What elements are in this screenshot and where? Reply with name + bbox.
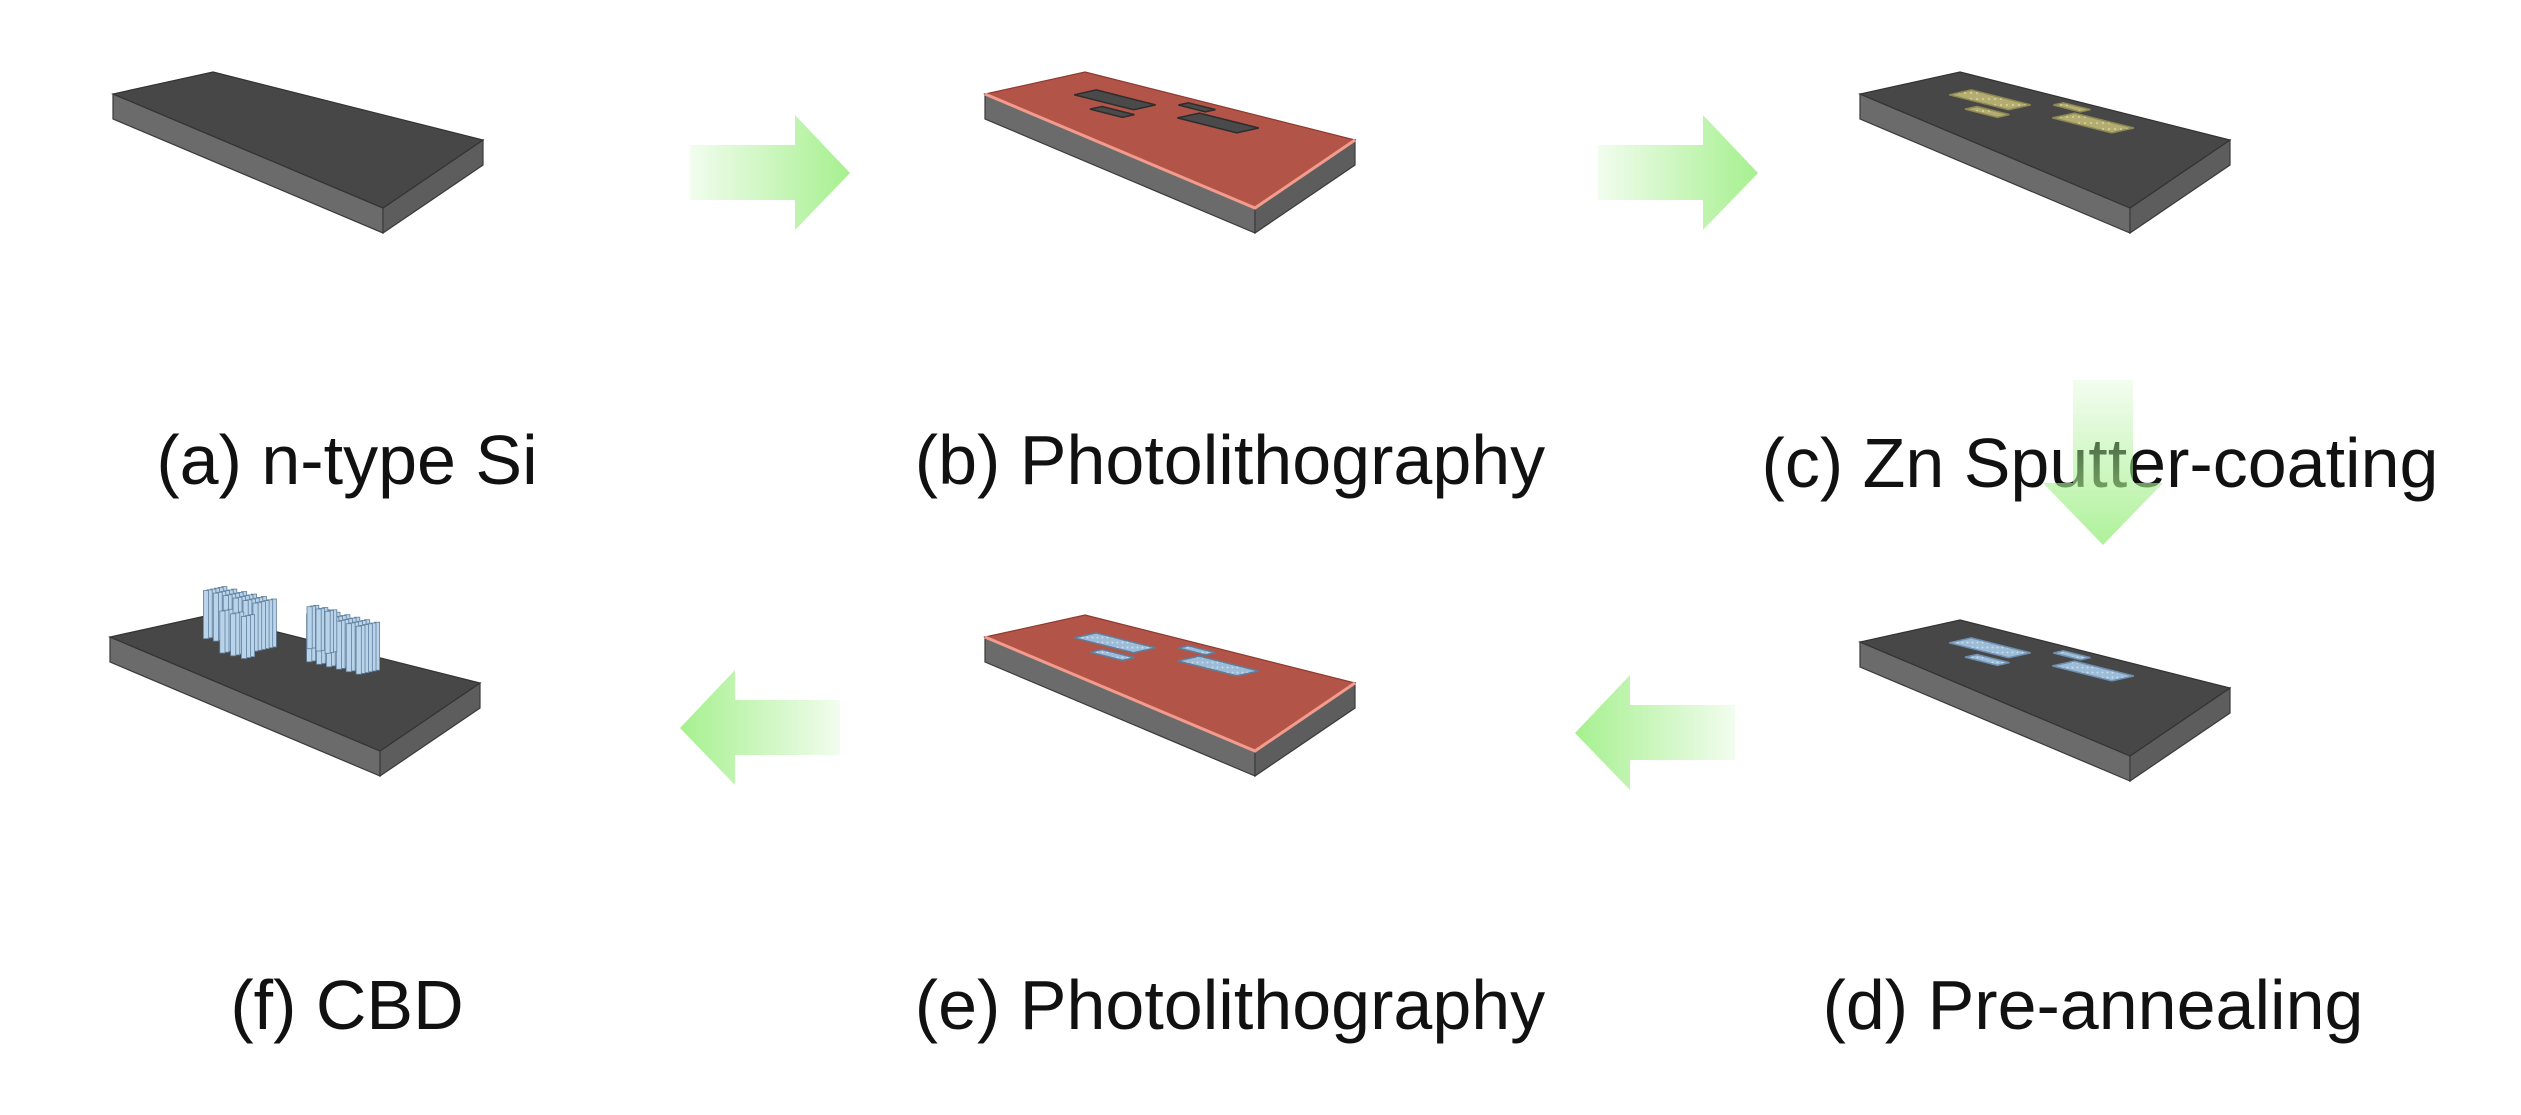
wafer-top [1858,71,2232,209]
wafer-f [108,586,482,778]
seed-layer-3 [2053,650,2091,661]
nanorod [306,606,313,650]
step-c-label: (c) Zn Sputter-coating [1761,424,2439,502]
nanorod [355,625,362,675]
zn-film-3 [2053,102,2091,113]
step-a-label: (a) n-type Si [156,421,538,499]
arrow-left-e-to-f [680,670,840,785]
photoresist-opening-2 [1177,112,1259,134]
wafer-a [111,71,485,235]
arrow-right-a-to-b [690,115,850,230]
seed-layer-4 [1964,653,2010,667]
wafer-top [108,614,482,752]
nanorod [212,592,219,642]
nanorod [240,616,247,659]
photoresist-edge [984,92,1356,210]
nanorod [230,613,237,657]
photoresist-edge [984,635,1356,753]
seed-layer-2 [2052,660,2134,682]
photoresist-opening-1 [1074,89,1156,111]
exposed-seed-1 [1074,632,1156,654]
arrow-right-b-to-c [1598,115,1758,230]
wafer-c [1858,71,2232,235]
nanorod [315,608,322,652]
wafer-b [983,71,1357,235]
nanorod [202,590,209,639]
zn-film-2 [2052,112,2134,134]
nanorod [219,610,226,654]
nanorod [345,623,352,673]
wafer-illustrations [108,71,2232,783]
nanorod [324,610,331,654]
step-f-label: (f) CBD [230,966,464,1044]
step-d-label: (d) Pre-annealing [1822,966,2364,1044]
wafer-top [111,71,485,209]
nanorod-array-4 [219,608,255,659]
wafer-top [1858,619,2232,757]
zn-film-1 [1949,89,2031,111]
exposed-seed-4 [1089,648,1135,662]
arrow-left-d-to-e [1575,675,1735,790]
wafer-e [983,614,1357,778]
exposed-seed-3 [1178,645,1216,656]
seed-layer-1 [1949,637,2031,659]
wafer-d [1858,619,2232,783]
photoresist-opening-4 [1089,105,1135,119]
step-e-label: (e) Photolithography [914,966,1546,1044]
photoresist-opening-3 [1178,102,1216,113]
zn-film-4 [1964,105,2010,119]
exposed-seed-2 [1177,655,1259,677]
nanorod-array-3 [306,604,338,654]
step-b-label: (b) Photolithography [914,421,1546,499]
